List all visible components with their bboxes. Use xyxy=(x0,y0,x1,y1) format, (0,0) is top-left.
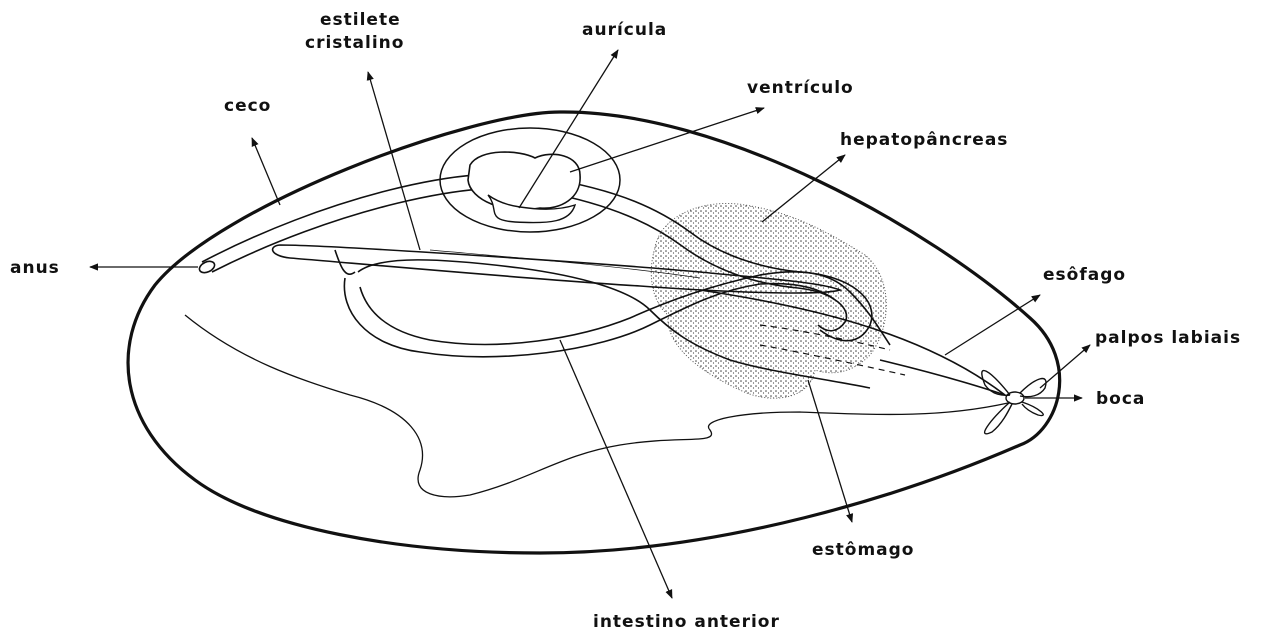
mouth-and-palps xyxy=(982,371,1046,434)
label-ventriculo: ventrículo xyxy=(747,78,854,98)
label-estilete: estilete xyxy=(320,10,401,30)
label-anus: anus xyxy=(10,258,60,278)
shell-outline xyxy=(128,112,1060,553)
label-palpos-labiais: palpos labiais xyxy=(1095,328,1241,348)
label-ceco: ceco xyxy=(224,96,271,116)
label-hepatopancreas: hepatopâncreas xyxy=(840,130,1008,150)
label-esofago: esôfago xyxy=(1043,265,1126,285)
label-auricula: aurícula xyxy=(582,20,667,40)
label-estomago: estômago xyxy=(812,540,915,560)
mantle-outline xyxy=(185,315,1008,497)
label-boca: boca xyxy=(1096,389,1145,409)
label-cristalino: cristalino xyxy=(305,33,404,53)
label-intestino-anterior: intestino anterior xyxy=(593,612,780,632)
